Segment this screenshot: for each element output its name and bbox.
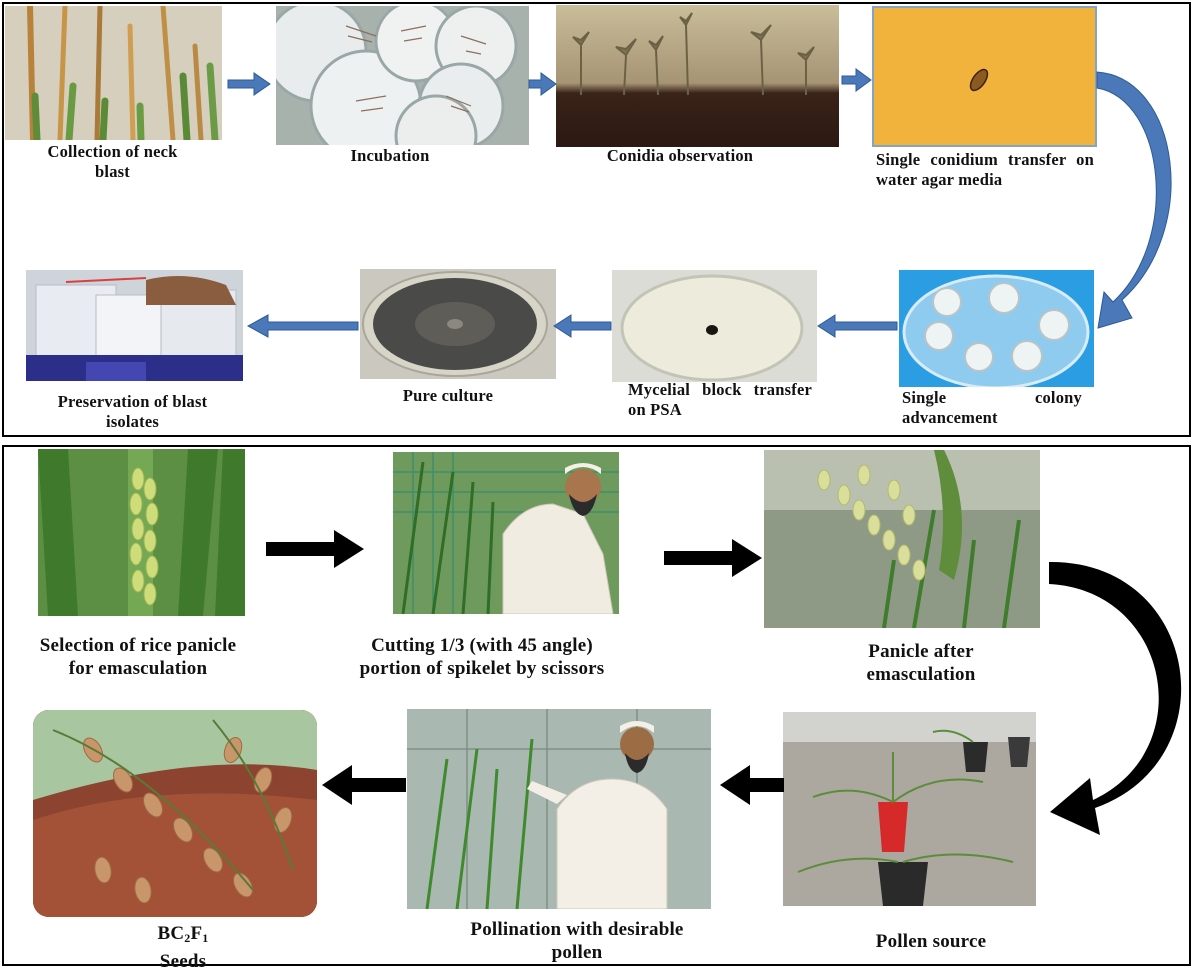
photo-pollen-source	[783, 712, 1036, 906]
arrow-right-icon	[266, 530, 364, 568]
label-preservation-of-blast-isolates: Preservation of blast isolates	[57, 392, 208, 431]
label-single-conidium-transfer: Single conidium transfer on water agar m…	[876, 150, 1094, 189]
seeds-generation-code: BC2F1	[157, 923, 209, 945]
label-cutting-spikelet: Cutting 1/3 (with 45 angle) portion of s…	[359, 635, 605, 679]
photo-single-colony	[899, 270, 1094, 387]
arrow-left-icon	[553, 314, 612, 338]
seeds-word: Seeds	[159, 951, 207, 972]
label-pollen-source: Pollen source	[875, 931, 987, 952]
photo-panicle-after-emasculation	[764, 450, 1040, 628]
photo-incubation-petri-dishes	[276, 6, 529, 145]
photo-rice-panicle-selection	[38, 449, 245, 616]
arrow-right-icon	[227, 72, 271, 96]
photo-conidia-observation	[556, 5, 839, 147]
photo-pure-culture	[360, 269, 556, 379]
photo-single-conidium	[872, 6, 1097, 147]
label-selection-of-rice-panicle: Selection of rice panicle for emasculati…	[39, 635, 237, 679]
arrow-left-icon	[246, 314, 359, 338]
label-mycelial-block-transfer: Mycelial block transfer on PSA	[628, 380, 812, 419]
label-panicle-after-emasculation: Panicle after emasculation	[866, 641, 976, 685]
label-pollination: Pollination with desirable pollen	[470, 919, 684, 963]
arrow-right-icon	[528, 72, 557, 96]
arrow-left-icon	[720, 765, 784, 805]
curved-arrow-icon	[1096, 71, 1172, 329]
label-incubation: Incubation	[350, 146, 430, 165]
photo-preservation-bags	[26, 270, 243, 381]
photo-mycelial-block	[612, 270, 817, 382]
label-collection-of-neck-blast: Collection of neck blast	[47, 142, 178, 181]
photo-bc2f1-seeds	[33, 710, 317, 917]
photo-pollination	[407, 709, 711, 909]
arrow-left-icon	[322, 765, 406, 805]
label-conidia-observation: Conidia observation	[606, 146, 754, 165]
arrow-right-icon	[841, 68, 872, 92]
label-single-colony-advancement: Single colony advancement	[902, 388, 1082, 427]
label-bc2f1-seeds: BC2F1 Seeds	[108, 922, 258, 973]
curved-arrow-icon	[1049, 561, 1182, 835]
arrow-left-icon	[817, 314, 898, 338]
label-pure-culture: Pure culture	[402, 386, 494, 405]
photo-cutting-spikelet	[393, 452, 619, 614]
arrow-right-icon	[664, 539, 762, 577]
photo-neck-blast-collection	[5, 6, 222, 140]
